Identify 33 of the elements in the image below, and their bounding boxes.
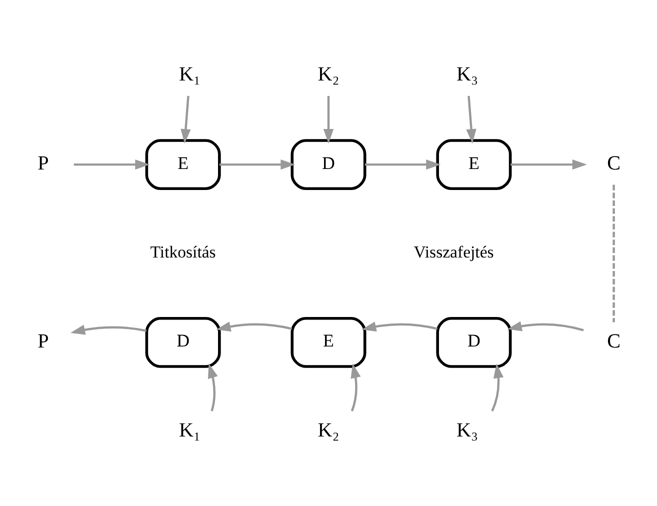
arrow	[507, 320, 584, 331]
arrow	[216, 321, 292, 332]
arrow	[208, 363, 218, 411]
connector	[612, 184, 615, 322]
node-text: P	[38, 152, 49, 174]
node-text: K₁	[178, 63, 201, 86]
node-box: D	[145, 316, 221, 368]
arrow	[491, 362, 504, 412]
node-box: E	[145, 138, 221, 190]
arrow	[70, 324, 147, 334]
node-box: E	[290, 316, 366, 368]
node-text: K₂	[318, 63, 340, 86]
node-text: P	[38, 330, 49, 352]
node-text: K₂	[318, 418, 340, 441]
node-text: K₁	[178, 418, 201, 441]
node-text: C	[607, 152, 621, 174]
arrow	[180, 95, 191, 144]
arrow	[323, 95, 334, 144]
arrow	[74, 158, 150, 170]
arrow	[466, 95, 476, 144]
node-box: D	[290, 138, 366, 190]
label: Titkosítás	[150, 242, 216, 261]
node-box: D	[436, 316, 512, 368]
arrow	[350, 362, 361, 411]
label: Visszafejtés	[414, 242, 494, 261]
arrow	[219, 158, 296, 170]
node-text: K₃	[456, 418, 478, 441]
node-text: K₃	[456, 63, 478, 86]
node-text: C	[607, 330, 621, 352]
arrow	[362, 321, 438, 332]
node-box: E	[436, 138, 512, 190]
arrow	[364, 158, 441, 170]
arrow	[510, 158, 587, 170]
